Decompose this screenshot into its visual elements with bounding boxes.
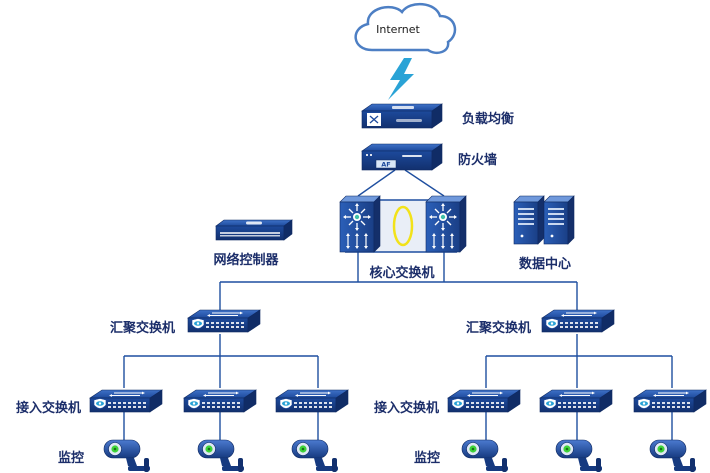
- load-balancer-device: [361, 103, 443, 129]
- aggregation-left-label: 汇聚交换机: [110, 320, 175, 336]
- access-right-label: 接入交换机: [374, 400, 439, 416]
- access-switch-right-2: [539, 389, 613, 413]
- firewall-label: 防火墙: [458, 152, 497, 168]
- core-switch-left: [339, 195, 381, 253]
- camera-left-3: [291, 439, 339, 473]
- internet-label: Internet: [376, 23, 420, 36]
- internet-cloud: Internet: [354, 3, 457, 54]
- network-controller-label: 网络控制器: [213, 252, 279, 268]
- firewall-device: AF: [361, 143, 443, 171]
- data-center-servers: [513, 195, 575, 245]
- aggregation-switch-right: [541, 309, 615, 333]
- load-balancer-label: 负载均衡: [462, 111, 514, 127]
- lightning-icon: [388, 58, 414, 100]
- aggregation-right-label: 汇聚交换机: [466, 320, 531, 336]
- camera-left-2: [197, 439, 245, 473]
- stacking-ring: [392, 205, 414, 247]
- access-switch-left-3: [275, 389, 349, 413]
- access-left-label: 接入交换机: [16, 400, 81, 416]
- camera-right-3: [649, 439, 697, 473]
- camera-right-1: [461, 439, 509, 473]
- camera-left-1: [103, 439, 151, 473]
- access-switch-left-1: [89, 389, 163, 413]
- access-switch-left-2: [183, 389, 257, 413]
- camera-left-label: 监控: [58, 450, 84, 466]
- access-switch-right-1: [447, 389, 521, 413]
- core-switch-right: [425, 195, 467, 253]
- camera-right-2: [555, 439, 603, 473]
- camera-right-label: 监控: [414, 450, 440, 466]
- core-switch-label: 核心交换机: [369, 265, 434, 281]
- firewall-badge: AF: [381, 161, 390, 169]
- aggregation-switch-left: [187, 309, 261, 333]
- data-center-label: 数据中心: [519, 256, 571, 272]
- access-switch-right-3: [633, 389, 707, 413]
- network-controller-device: [215, 219, 293, 241]
